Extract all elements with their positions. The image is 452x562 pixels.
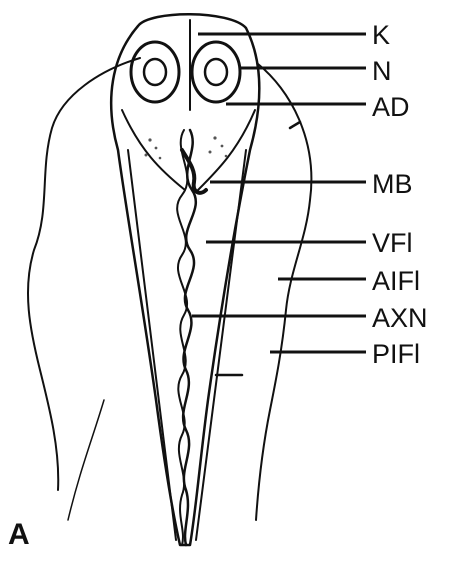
- label-aifl: AIFl: [372, 266, 420, 296]
- label-n: N: [372, 56, 392, 86]
- label-pifl: PIFl: [372, 339, 420, 369]
- right-nucleus: [192, 42, 240, 102]
- left-lower-flagellum: [68, 400, 104, 520]
- label-vfl: VFl: [372, 228, 413, 258]
- right-outer-flagellum: [256, 64, 311, 520]
- label-axn: AXN: [372, 303, 428, 333]
- tick-mark-1: [290, 122, 300, 128]
- left-nucleus: [131, 42, 179, 102]
- right-nucleus-karyosome: [205, 59, 227, 85]
- panel-letter: A: [8, 518, 30, 551]
- axoneme-wavy-2: [177, 130, 187, 545]
- left-outer-flagellum: [28, 58, 140, 490]
- label-ad: AD: [372, 92, 410, 122]
- ventral-flagellum-right: [196, 150, 246, 540]
- label-k: K: [372, 20, 390, 50]
- left-nucleus-karyosome: [144, 59, 166, 85]
- label-mb: MB: [372, 169, 413, 199]
- ventral-flagellum-left: [128, 150, 176, 540]
